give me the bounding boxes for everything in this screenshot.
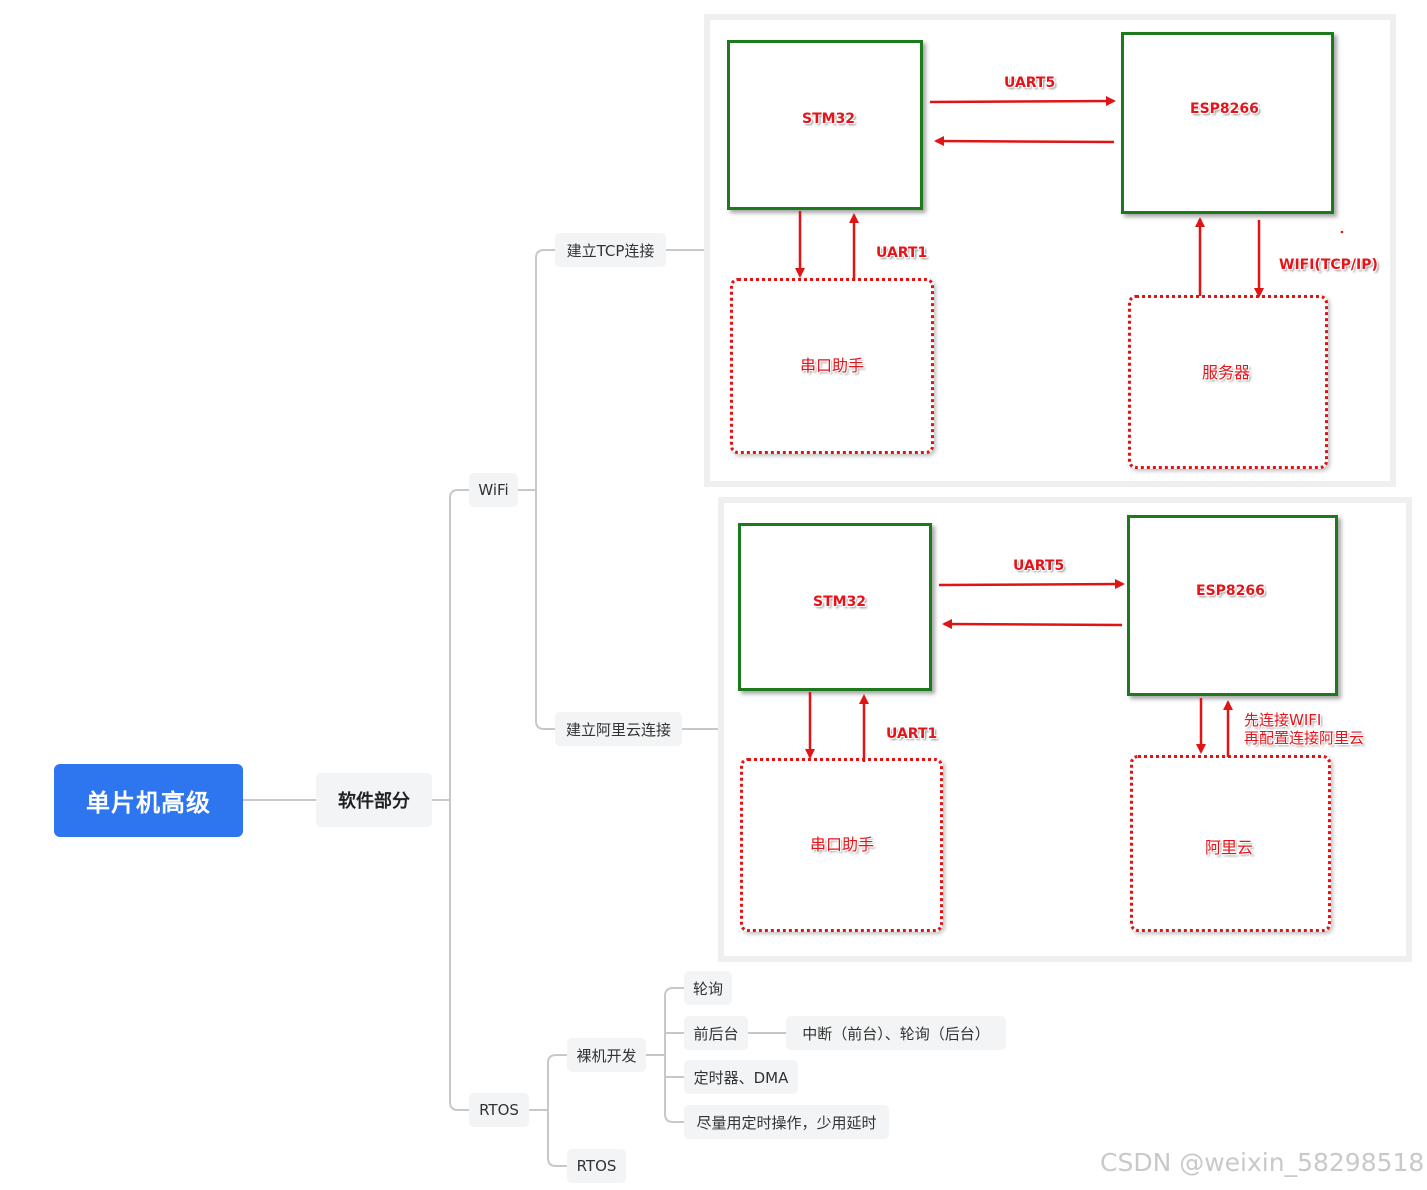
watermark: CSDN @weixin_58298518 <box>1100 1148 1425 1177</box>
tcp-server-box <box>1128 295 1328 469</box>
aliyun-serial-helper-label: 串口助手 <box>810 835 875 854</box>
tcp-esp8266-box <box>1121 32 1334 214</box>
baremetal-node[interactable]: 裸机开发 <box>567 1038 646 1072</box>
interrupt-polling-node[interactable]: 中断（前台）、轮询（后台） <box>786 1016 1006 1050</box>
aliyun-stm32-box <box>738 523 932 691</box>
aliyun-esp8266-label: ESP8266 <box>1196 583 1265 599</box>
wifi-node[interactable]: WiFi <box>469 473 518 507</box>
tcp-uart5-label: UART5 <box>1004 75 1056 91</box>
aliyun-uart1-label: UART1 <box>886 726 938 742</box>
fg-bg-node[interactable]: 前后台 <box>684 1016 748 1050</box>
tcp-serial-helper-box <box>730 278 934 454</box>
tcp-esp8266-label: ESP8266 <box>1190 101 1259 117</box>
aliyun-serial-helper-box <box>740 758 943 932</box>
rtos-node[interactable]: RTOS <box>469 1093 529 1127</box>
rtos-child-node[interactable]: RTOS <box>567 1149 626 1183</box>
aliyun-note-line1: 先连接WIFI <box>1244 711 1322 729</box>
aliyun-cloud-box <box>1130 755 1331 932</box>
tcp-uart1-label: UART1 <box>876 245 928 261</box>
root-node[interactable]: 单片机高级 <box>54 764 243 837</box>
tcp-server-label: 服务器 <box>1202 363 1251 382</box>
aliyun-note-line2: 再配置连接阿里云 <box>1244 729 1365 747</box>
aliyun-cloud-label: 阿里云 <box>1205 838 1254 857</box>
aliyun-esp8266-box <box>1127 515 1338 696</box>
tcp-wifi-label: WIFI(TCP/IP) <box>1279 257 1378 273</box>
polling-node[interactable]: 轮询 <box>684 971 732 1005</box>
timing-advice-node[interactable]: 尽量用定时操作，少用延时 <box>684 1105 889 1139</box>
aliyun-uart5-label: UART5 <box>1013 558 1065 574</box>
tcp-stm32-box <box>727 40 923 210</box>
tcp-serial-helper-label: 串口助手 <box>800 356 865 375</box>
aliyun-stm32-label: STM32 <box>813 594 867 610</box>
tcp-connection-node[interactable]: 建立TCP连接 <box>555 233 666 267</box>
software-node[interactable]: 软件部分 <box>316 773 432 827</box>
timer-dma-node[interactable]: 定时器、DMA <box>684 1060 798 1094</box>
tcp-stm32-label: STM32 <box>802 111 856 127</box>
aliyun-connection-node[interactable]: 建立阿里云连接 <box>555 712 682 746</box>
